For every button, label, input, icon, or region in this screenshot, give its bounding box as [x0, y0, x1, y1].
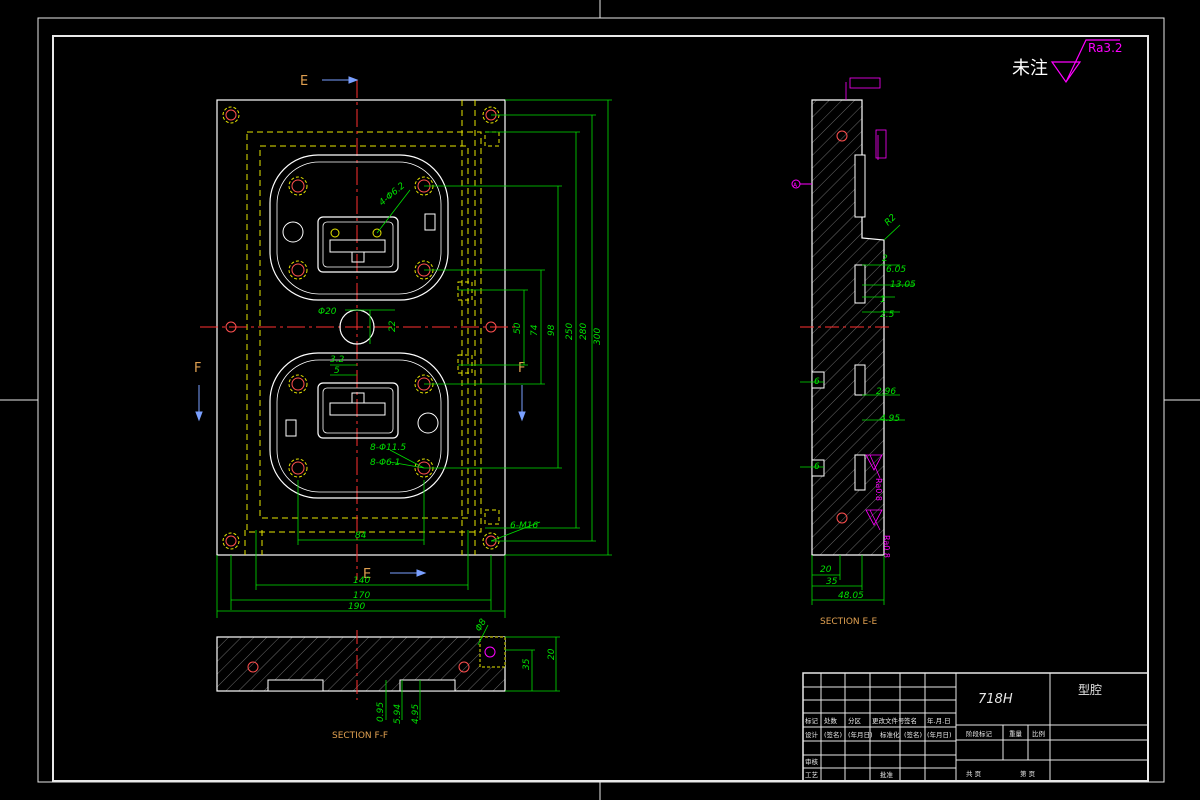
dim-98: 98 [547, 324, 557, 336]
tb-r2-c5: (签名) [904, 730, 922, 739]
section-e-label: SECTION E-E [820, 617, 877, 627]
dim-280: 280 [579, 323, 589, 340]
section-f-label: SECTION F-F [332, 731, 388, 741]
side-ra08-a: Ra0.8 [874, 478, 883, 501]
note-prefix: 未注 [1012, 58, 1048, 79]
tb-r1-c6: 年.月.日 [927, 716, 951, 725]
bottom-dim-4-95: 4.95 [411, 704, 421, 724]
dim-thread: 6-M16 [510, 521, 538, 531]
side-ra08-b: Ra0.8 [882, 535, 891, 558]
dim-50: 50 [513, 322, 523, 334]
dim-3-2: 3.2 [330, 355, 345, 365]
bottom-dim-35: 35 [522, 658, 532, 670]
tb-r1-c3: 分区 [848, 716, 862, 725]
tb-r2-c4: 标准化 [880, 730, 900, 739]
tb-sheet-no: 第 页 [1020, 769, 1036, 778]
tb-stage-mark: 阶段标记 [966, 729, 993, 738]
side-dim-6-05: 6.05 [886, 265, 906, 275]
dim-74: 74 [530, 324, 540, 336]
side-dim-2: 2 [882, 254, 888, 264]
title-material: 718H [978, 692, 1013, 707]
side-dim-48-05: 48.05 [838, 591, 864, 601]
tb-r1-c2: 处数 [824, 716, 838, 725]
side-dim-4-95: 4.95 [880, 414, 900, 424]
dim-140: 140 [353, 576, 370, 586]
dim-300: 300 [593, 328, 603, 345]
tb-stage-scale: 比例 [1032, 729, 1045, 738]
dim-holes-4: 4-Φ6.2 [378, 181, 408, 208]
side-dim-6-b: 6 [814, 462, 820, 472]
bottom-dim-0-95: 0.95 [376, 702, 386, 722]
dim-dia-20: Φ20 [318, 307, 337, 317]
bottom-dim-5-94: 5.94 [393, 704, 403, 724]
section-mark-e-bottom: E [363, 567, 371, 582]
tb-r2-c6: (年月日) [927, 730, 952, 739]
tb-r3-c1: 审核 [805, 757, 819, 766]
tb-r2-c1: 设计 [805, 730, 819, 739]
dim-190: 190 [348, 602, 365, 612]
side-view: Ra0.8 Ra0.8 A 2 6.05 13.05 [791, 77, 916, 627]
tb-r4-c2: 批准 [880, 770, 894, 779]
bottom-view: 20 35 0.95 5.94 4.95 Φ8 SECTION F-F [216, 617, 560, 741]
tb-r1-c1: 标记 [805, 716, 819, 725]
dim-holes-8b: 8-Φ6.1 [370, 458, 400, 468]
section-mark-e-top: E [300, 74, 308, 89]
side-dim-20: 20 [820, 565, 832, 575]
bottom-dim-20: 20 [547, 648, 557, 660]
section-mark-f-left: F [194, 361, 201, 376]
dim-5: 5 [334, 366, 340, 376]
side-dim-2-5: 2.5 [880, 310, 895, 320]
title-part-name: 型腔 [1078, 682, 1102, 697]
roughness-default: Ra3.2 [1088, 41, 1123, 55]
side-dim-2-96: 2.96 [876, 387, 896, 397]
tb-r1-c4: 更改文件号 [872, 716, 905, 725]
tb-r2-c3: (年月日) [848, 730, 873, 739]
tb-r4-c1: 工艺 [805, 771, 819, 779]
side-dim-35: 35 [826, 577, 838, 587]
side-dim-r2: R2 [883, 212, 899, 228]
side-dim-1: 1 [880, 295, 886, 305]
dim-250: 250 [565, 323, 575, 340]
side-datum: A [793, 182, 798, 189]
front-view: E E F F [194, 74, 612, 618]
dim-22: 22 [388, 320, 398, 332]
surface-roughness-note: 未注 Ra3.2 [1012, 39, 1123, 84]
title-block: 718H 型腔 标记 处数 分区 更改文件号 签名 年.月.日 设计 (签名) … [802, 672, 1149, 782]
tb-r2-c2: (签名) [824, 730, 842, 739]
tb-stage-weight: 重量 [1009, 730, 1023, 738]
dim-holes-8a: 8-Φ11.5 [370, 443, 406, 453]
tb-sheet-total: 共 页 [966, 769, 982, 778]
tb-r1-c5: 签名 [904, 716, 917, 725]
dim-84: 84 [355, 531, 367, 541]
side-dim-6-a: 6 [814, 377, 820, 387]
bottom-dim-dia-8: Φ8 [474, 617, 489, 633]
side-dim-13-05: 13.05 [890, 280, 916, 290]
dim-170: 170 [353, 591, 370, 601]
section-mark-f-right: F [518, 361, 525, 376]
